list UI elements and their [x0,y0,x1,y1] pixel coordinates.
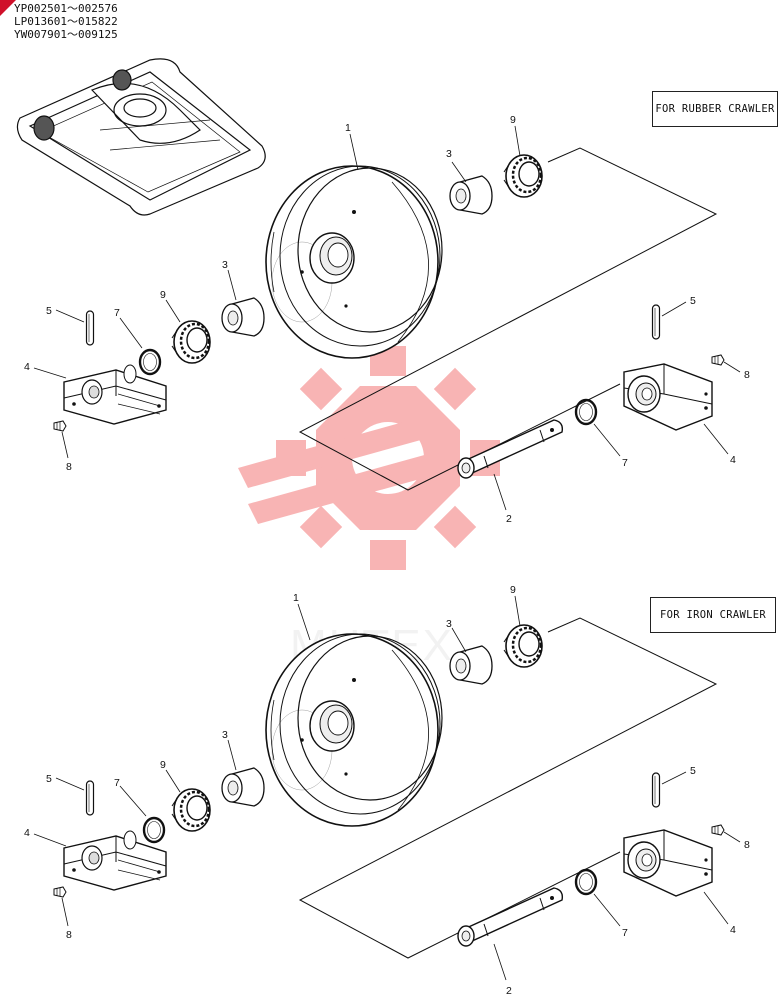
seal-left [170,319,212,365]
assembly-axis-outline [298,147,718,491]
idler-wheel [265,165,443,359]
bushing-left [221,767,265,807]
axle [457,887,564,947]
bolt-right [711,824,725,836]
callout-4: 4 [730,924,736,936]
callout-7: 7 [114,307,120,319]
callout-7: 7 [622,927,628,939]
seal-right [502,153,544,199]
pin-right [651,304,661,340]
callout-5: 5 [46,305,52,317]
callout-8: 8 [744,839,750,851]
serial-number-ranges: YP002501～002576 LP013601～015822 YW007901… [14,2,118,41]
callout-1: 1 [293,592,299,604]
callout-9: 9 [160,289,166,301]
o-ring-left [138,348,162,376]
iron-crawler-label: FOR IRON CRAWLER [650,597,776,633]
o-ring-right [574,868,598,896]
callout-3: 3 [446,148,452,160]
leader-lines [33,595,741,981]
callout-3: 3 [446,618,452,630]
bracket-right [623,363,713,431]
watermark-logo: MHTEX [238,346,500,670]
bracket-right [623,829,713,897]
bolt-right [711,354,725,366]
o-ring-left [142,816,166,844]
callout-7: 7 [622,457,628,469]
seal-left [170,787,212,833]
iron-crawler-assembly: 1 3 9 3 9 7 5 4 8 2 7 5 8 4 [24,584,750,997]
callout-labels: 1 3 9 3 9 7 5 4 8 2 7 5 8 4 [24,584,750,997]
serial-range: YP002501～002576 [14,2,118,15]
serial-range: YW007901～009125 [14,28,118,41]
pin-left [85,310,95,346]
seal-right [502,623,544,669]
bushing-right [449,175,493,215]
callout-4: 4 [24,361,30,373]
callout-5: 5 [46,773,52,785]
callout-4: 4 [730,454,736,466]
bolt-left [53,420,67,432]
callout-9: 9 [510,584,516,596]
callout-9: 9 [510,114,516,126]
o-ring-right [574,398,598,426]
callout-labels: 1 3 9 3 9 7 5 4 8 2 7 5 8 4 [24,114,750,525]
callout-8: 8 [66,929,72,941]
pin-left [85,780,95,816]
bolt-left [53,886,67,898]
callout-8: 8 [66,461,72,473]
rubber-crawler-label: FOR RUBBER CRAWLER [652,91,778,127]
callout-3: 3 [222,259,228,271]
pin-right [651,772,661,808]
rubber-crawler-assembly: 1 3 9 3 9 7 5 4 8 2 7 5 8 4 [16,58,750,525]
callout-7: 7 [114,777,120,789]
bushing-right [449,645,493,685]
bushing-left [221,297,265,337]
callout-4: 4 [24,827,30,839]
callout-5: 5 [690,295,696,307]
leader-lines [33,125,741,511]
callout-2: 2 [506,985,512,997]
corner-marker [0,0,16,16]
undercarriage-overview [16,58,266,216]
callout-2: 2 [506,513,512,525]
callout-1: 1 [345,122,351,134]
callout-9: 9 [160,759,166,771]
callout-8: 8 [744,369,750,381]
bracket-left [63,830,167,891]
callout-3: 3 [222,729,228,741]
serial-range: LP013601～015822 [14,15,118,28]
callout-5: 5 [690,765,696,777]
assembly-axis-outline [298,617,718,959]
